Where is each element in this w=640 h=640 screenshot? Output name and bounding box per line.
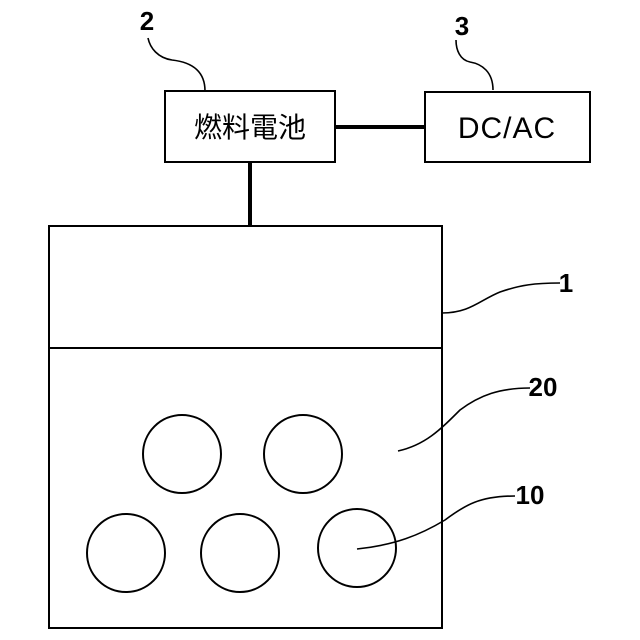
ref-numeral-20: 20 <box>529 372 558 402</box>
ref-numeral-2: 2 <box>140 6 154 36</box>
object-circle-3 <box>87 514 165 592</box>
leader-line-1 <box>442 283 560 313</box>
object-circle-1 <box>143 415 221 493</box>
ref-numeral-10: 10 <box>516 480 545 510</box>
object-circle-5 <box>318 509 396 587</box>
leader-line-2 <box>148 38 205 91</box>
ref-numeral-1: 1 <box>559 268 573 298</box>
object-circle-4 <box>201 514 279 592</box>
leader-line-3 <box>456 40 493 90</box>
object-circle-2 <box>264 415 342 493</box>
dc-ac-label: DC/AC <box>458 112 556 145</box>
ref-numeral-3: 3 <box>455 11 469 41</box>
fuel-cell-label: 燃料電池 <box>194 111 306 144</box>
